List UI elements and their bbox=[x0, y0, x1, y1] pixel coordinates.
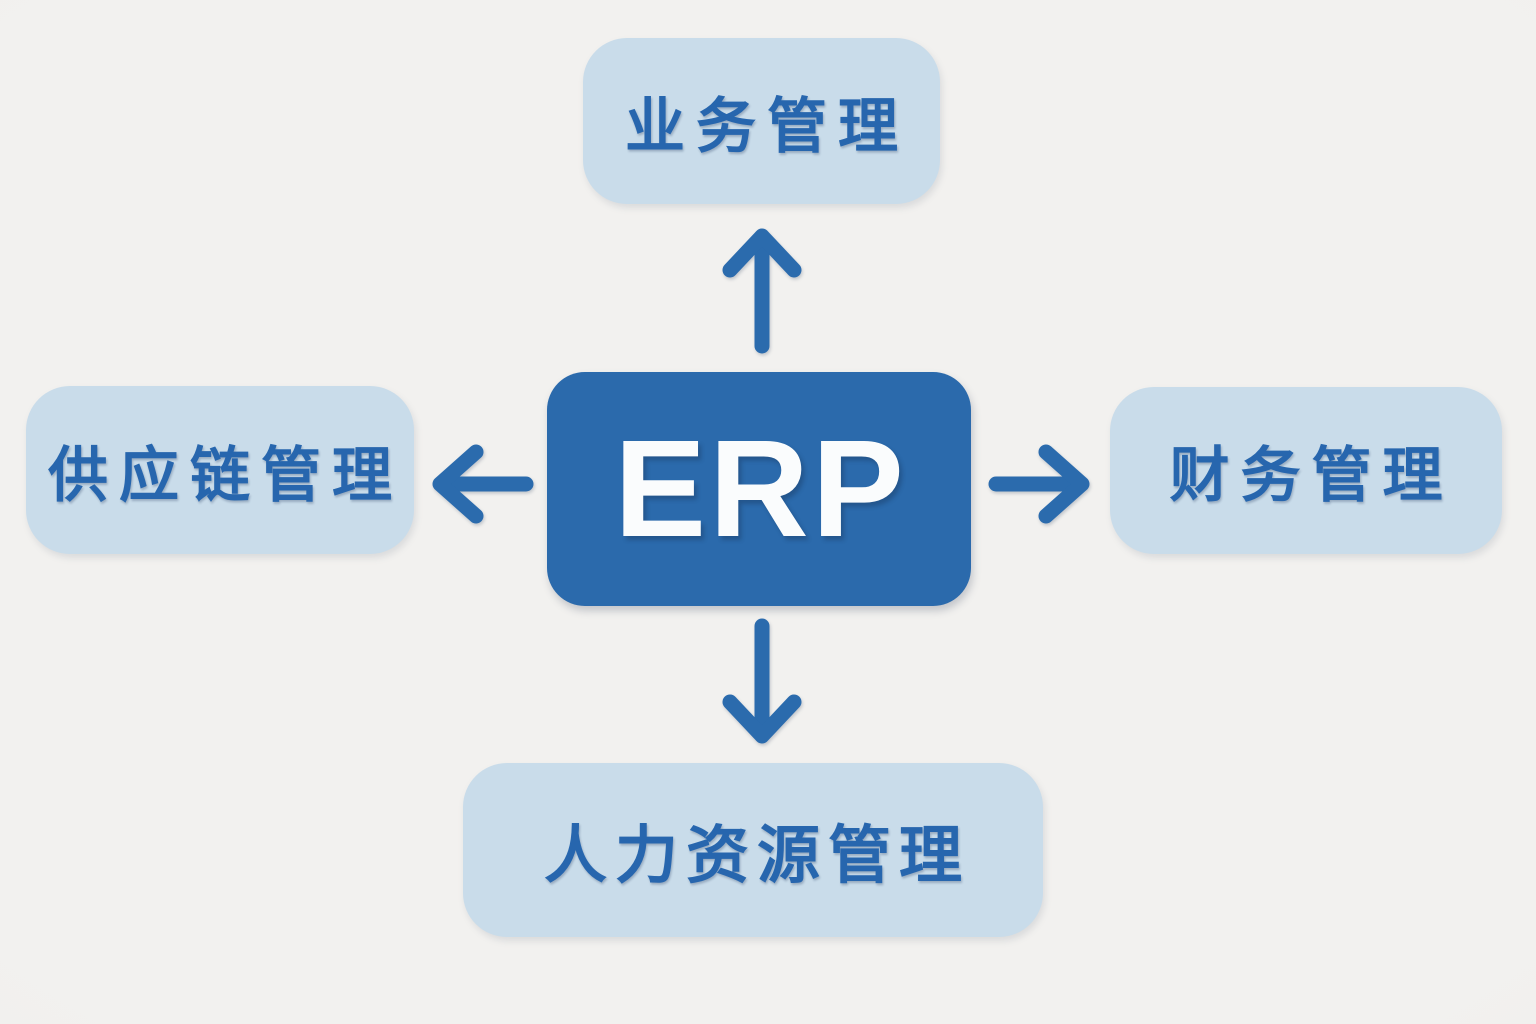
arrow-down-icon bbox=[720, 618, 804, 750]
arrow-up-icon bbox=[720, 222, 804, 354]
arrow-right-icon bbox=[988, 442, 1092, 526]
node-finance-management: 财务管理 bbox=[1110, 387, 1502, 554]
node-hr-management: 人力资源管理 bbox=[463, 763, 1043, 937]
center-erp-box: ERP bbox=[547, 372, 971, 606]
node-supply-chain-management: 供应链管理 bbox=[26, 386, 414, 554]
center-erp-label: ERP bbox=[614, 412, 907, 566]
node-hr-management-label: 人力资源管理 bbox=[544, 820, 970, 891]
node-business-management-label: 业务管理 bbox=[625, 92, 909, 160]
arrow-left-icon bbox=[430, 442, 534, 526]
node-finance-management-label: 财务管理 bbox=[1169, 442, 1454, 509]
node-supply-chain-management-label: 供应链管理 bbox=[48, 441, 403, 509]
node-business-management: 业务管理 bbox=[583, 38, 940, 204]
